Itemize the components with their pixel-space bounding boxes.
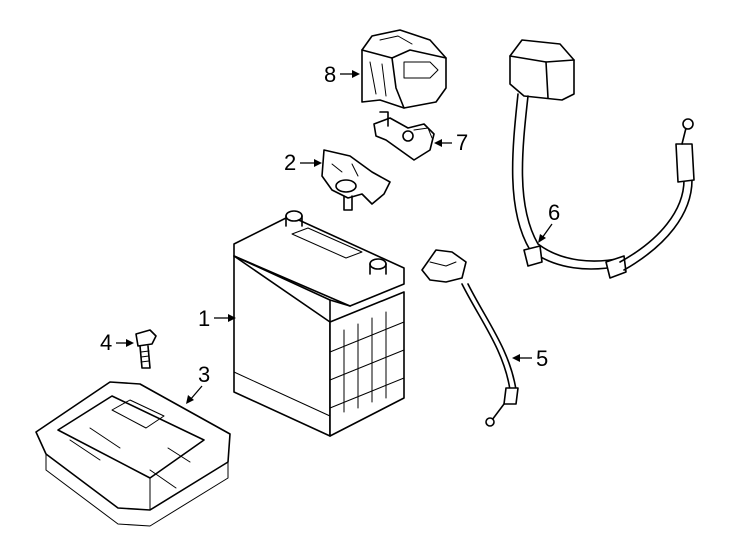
callout-1-number: 1 (198, 306, 210, 331)
callout-4-number: 4 (100, 330, 112, 355)
part-1-battery[interactable] (233, 210, 405, 437)
part-3-battery-tray[interactable] (35, 381, 231, 527)
callout-4: 4 (100, 330, 134, 355)
callout-5-number: 5 (536, 346, 548, 371)
callout-6-number: 6 (548, 200, 560, 225)
callout-8: 8 (324, 62, 360, 87)
part-8-terminal-cover[interactable] (361, 29, 447, 109)
callout-2-number: 2 (284, 150, 296, 175)
callout-1: 1 (198, 306, 236, 331)
callout-8-number: 8 (324, 62, 336, 87)
callout-2: 2 (284, 150, 322, 175)
callout-7-number: 7 (456, 130, 468, 155)
part-4-bolt[interactable] (135, 329, 157, 369)
part-7-terminal-clamp[interactable] (373, 111, 435, 161)
part-2-hold-down-bracket[interactable] (321, 149, 391, 211)
part-6-positive-cable[interactable] (509, 39, 695, 279)
callout-3-number: 3 (198, 362, 210, 387)
part-5-negative-cable[interactable] (421, 249, 519, 427)
callout-6: 6 (538, 200, 560, 243)
callout-7: 7 (434, 130, 468, 155)
callout-5: 5 (512, 346, 548, 371)
callout-3: 3 (186, 362, 210, 404)
